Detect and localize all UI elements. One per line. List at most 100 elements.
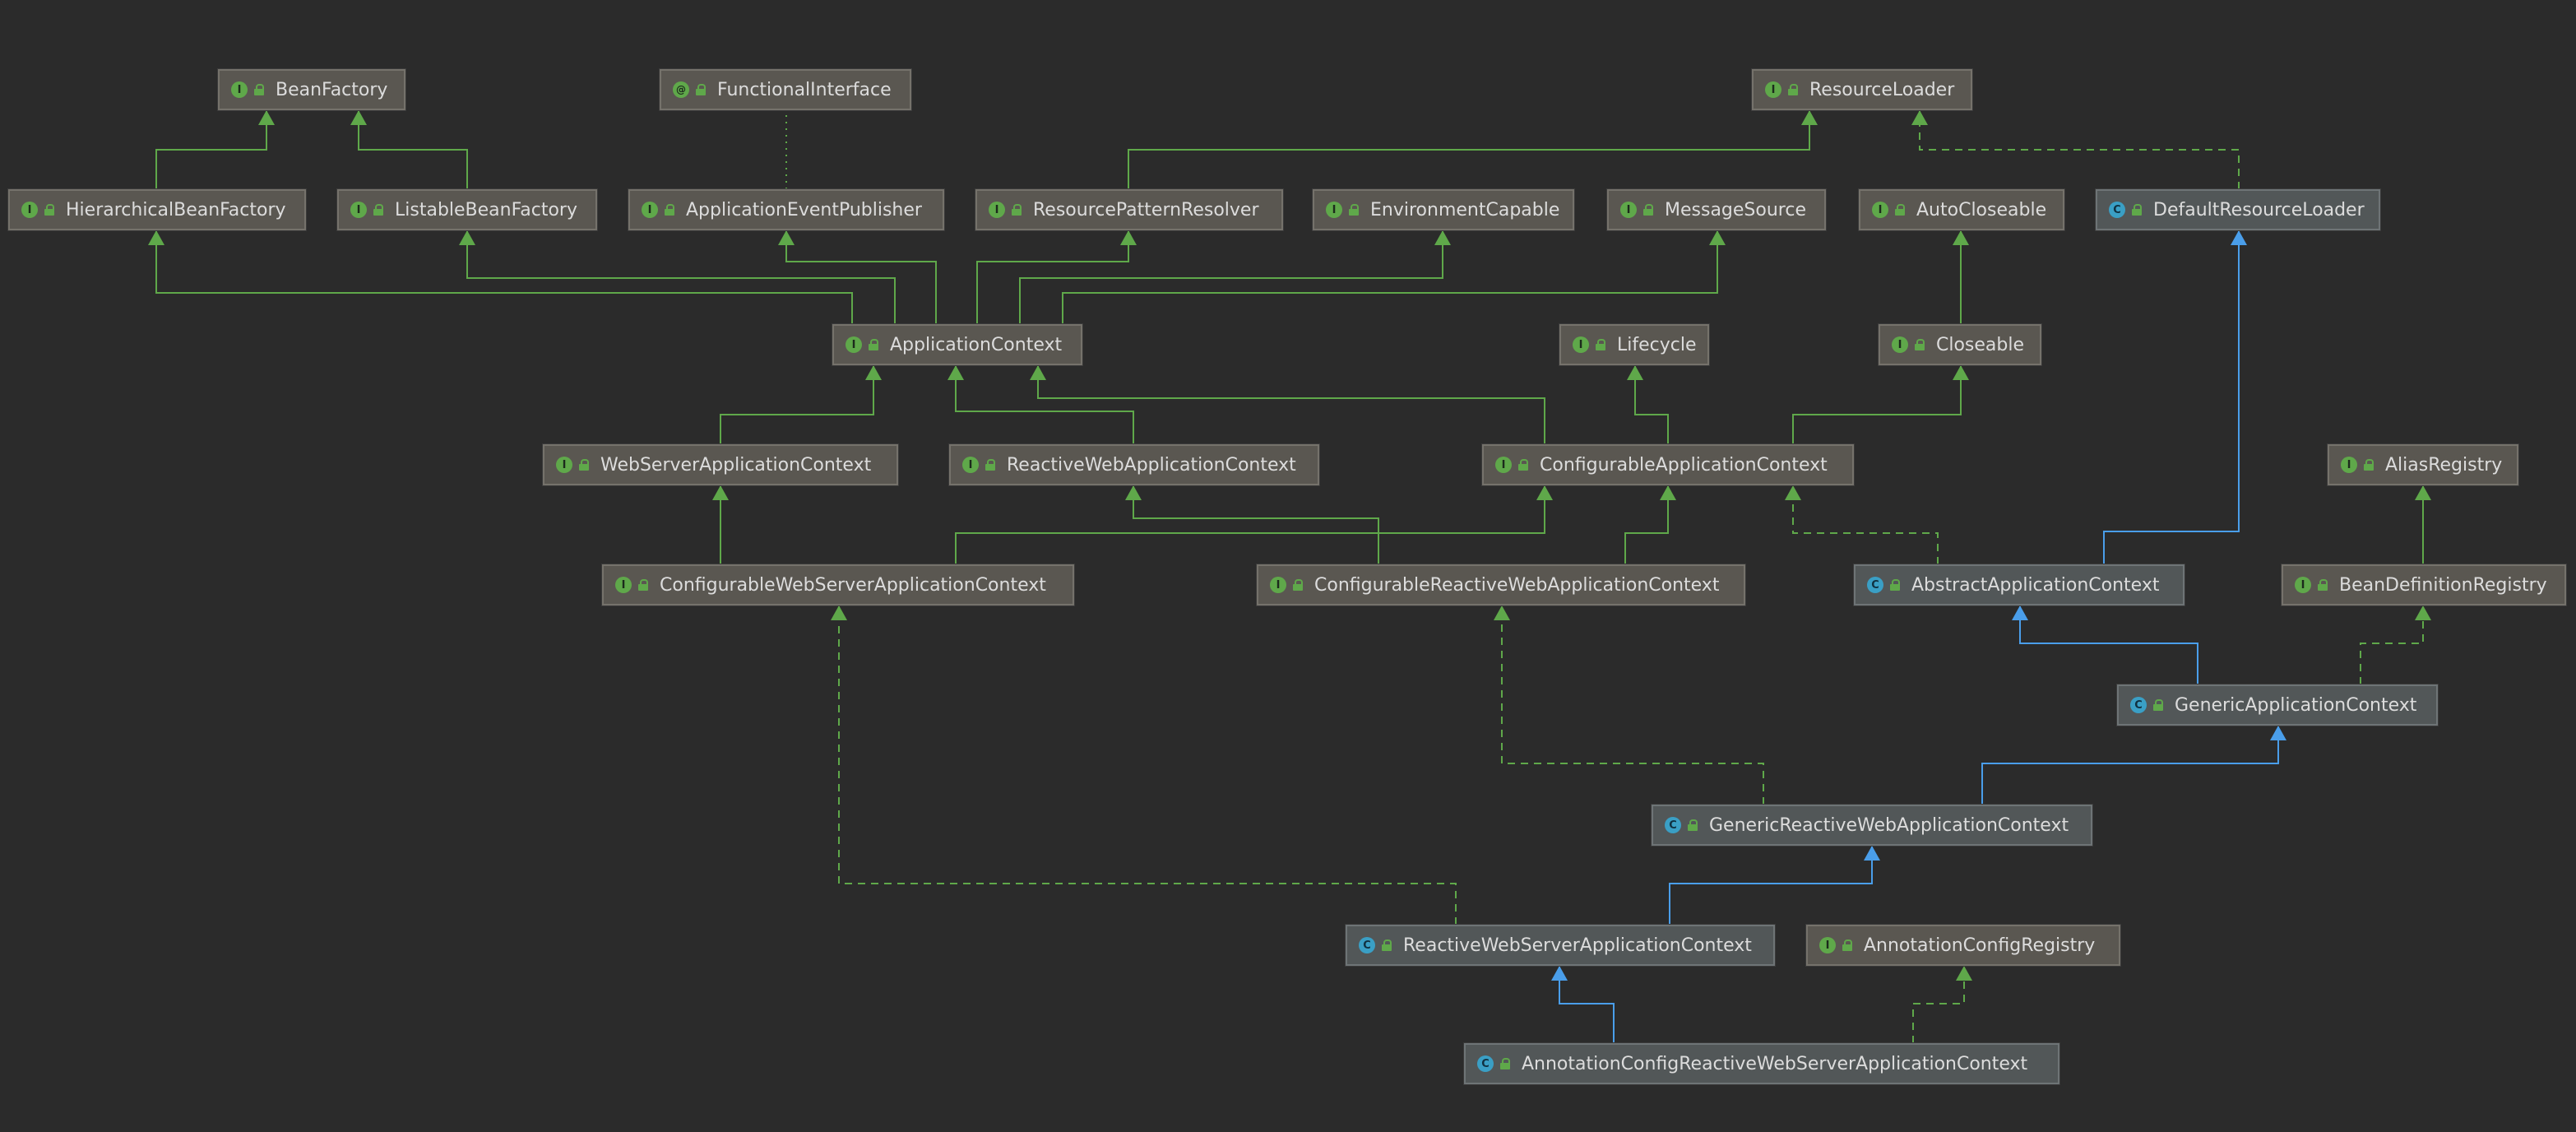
interface-icon: I	[1819, 937, 1836, 953]
interface-icon: I	[1573, 336, 1589, 353]
lock-icon	[2132, 204, 2142, 216]
edge-ConfigurableApplicationContext-to-Lifecycle	[1627, 365, 1669, 444]
edge-ResourcePatternResolver-to-ResourceLoader	[1128, 110, 1818, 189]
edge-line	[2360, 605, 2424, 684]
interface-icon: I	[1270, 577, 1286, 593]
class-icon: C	[1477, 1055, 1494, 1072]
edge-ConfigurableReactiveWebApplicationContext-to-ConfigurableApplicationContext	[1624, 485, 1676, 564]
edge-line	[2103, 230, 2240, 564]
node-label: Closeable	[1936, 334, 2025, 355]
edge-ApplicationContext-to-ListableBeanFactory	[459, 230, 896, 324]
arrowhead	[1801, 110, 1818, 125]
edge-ApplicationContext-to-EnvironmentCapable	[1019, 230, 1451, 324]
interface-icon: I	[846, 336, 862, 353]
edge-line	[2019, 605, 2198, 684]
lock-icon	[1518, 459, 1528, 471]
edge-line	[1624, 485, 1669, 564]
arrowhead	[1551, 966, 1568, 981]
edge-line	[1019, 230, 1443, 324]
edge-ConfigurableWebServerApplicationContext-to-WebServerApplicationContext	[712, 485, 729, 564]
arrowhead	[831, 605, 847, 620]
edge-line	[785, 230, 937, 324]
node-label: BeanFactory	[276, 79, 388, 100]
class-icon: C	[2109, 202, 2125, 218]
node-label: ApplicationContext	[890, 334, 1063, 355]
node-AnnotationConfigRegistry[interactable]: I AnnotationConfigRegistry	[1806, 925, 2120, 966]
edge-line	[1501, 605, 1764, 805]
lock-icon	[1915, 339, 1925, 350]
node-label: ReactiveWebApplicationContext	[1007, 454, 1296, 476]
arrowhead	[1434, 230, 1451, 245]
edge-AnnotationConfigReactiveWebServerApplicationContext-to-AnnotationConfigRegistry	[1912, 966, 1972, 1043]
node-ApplicationContext[interactable]: I ApplicationContext	[832, 324, 1082, 365]
interface-icon: I	[231, 81, 248, 98]
node-FunctionalInterface[interactable]: @FunctionalInterface	[660, 69, 911, 110]
edge-ReactiveWebServerApplicationContext-to-GenericReactiveWebApplicationContext	[1669, 846, 1880, 925]
arrowhead	[258, 110, 275, 125]
interface-icon: I	[1495, 457, 1512, 473]
edge-line	[1559, 966, 1615, 1043]
arrowhead	[2270, 726, 2286, 740]
edge-line	[358, 110, 468, 189]
class-icon: C	[1867, 577, 1883, 593]
lock-icon	[1349, 204, 1359, 216]
lock-icon	[2364, 459, 2374, 471]
lock-icon	[1788, 84, 1798, 95]
node-label: AnnotationConfigRegistry	[1864, 935, 2096, 956]
lock-icon	[696, 84, 706, 95]
edge-GenericReactiveWebApplicationContext-to-ConfigurableReactiveWebApplicationContext	[1494, 605, 1764, 805]
class-icon: C	[2130, 697, 2147, 713]
node-Lifecycle[interactable]: I Lifecycle	[1559, 324, 1709, 365]
arrowhead	[1709, 230, 1726, 245]
arrowhead	[1660, 485, 1676, 500]
edge-line	[1912, 966, 1965, 1043]
edge-Closeable-to-AutoCloseable	[1953, 230, 1969, 324]
lock-icon	[2153, 699, 2163, 711]
node-label: ResourcePatternResolver	[1033, 199, 1259, 220]
edge-ReactiveWebServerApplicationContext-to-ConfigurableWebServerApplicationContext	[831, 605, 1457, 925]
edge-line	[155, 110, 267, 189]
lock-icon	[2318, 579, 2328, 591]
lock-icon	[985, 459, 995, 471]
edge-line	[1128, 110, 1810, 189]
arrowhead	[1125, 485, 1142, 500]
node-label: WebServerApplicationContext	[600, 454, 872, 476]
node-label: Lifecycle	[1617, 334, 1697, 355]
node-label: ConfigurableApplicationContext	[1540, 454, 1828, 476]
node-BeanFactory[interactable]: I BeanFactory	[218, 69, 405, 110]
interface-icon: I	[556, 457, 572, 473]
node-label: ConfigurableWebServerApplicationContext	[660, 574, 1046, 596]
node-WebServerApplicationContext[interactable]: I WebServerApplicationContext	[543, 444, 898, 485]
annotation-icon: @	[673, 81, 689, 98]
node-label: MessageSource	[1665, 199, 1806, 220]
lock-icon	[579, 459, 589, 471]
edge-line	[1981, 726, 2279, 805]
interface-icon: I	[2295, 577, 2311, 593]
arrowhead	[1120, 230, 1137, 245]
node-ConfigurableApplicationContext[interactable]: I ConfigurableApplicationContext	[1482, 444, 1854, 485]
arrowhead	[148, 230, 164, 245]
interface-icon: I	[642, 202, 658, 218]
edge-line	[1062, 230, 1718, 324]
